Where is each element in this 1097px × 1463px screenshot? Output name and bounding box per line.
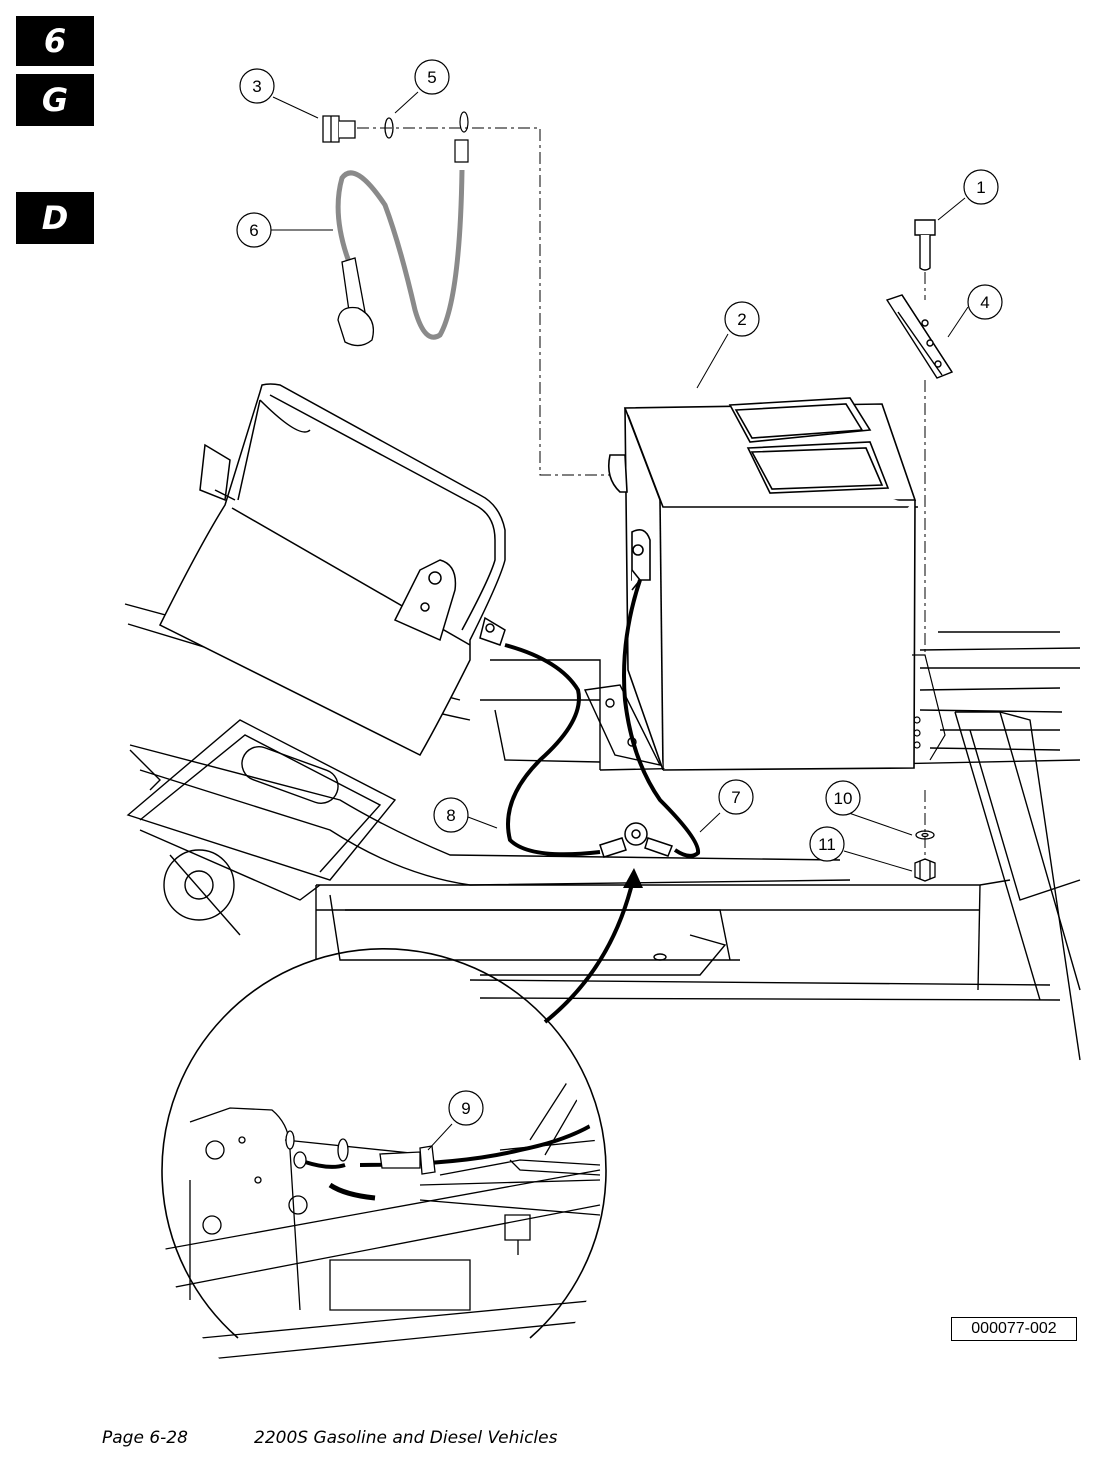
- callout-leaders: [271, 91, 969, 1151]
- callout-8: [433, 797, 469, 833]
- footer-manual-title: 2200S Gasoline and Diesel Vehicles: [254, 1428, 558, 1448]
- callout-1: [963, 169, 999, 205]
- callout-6: [236, 212, 272, 248]
- callout-10: [825, 780, 861, 816]
- callout-bubbles: [236, 59, 1003, 1126]
- callout-label-2: 2: [737, 310, 746, 329]
- detail-magnified-view: [161, 948, 607, 1361]
- footer-page-number: Page 6-28: [102, 1428, 188, 1448]
- battery-base-bracket: [912, 654, 946, 761]
- callout-label-3: 3: [252, 77, 261, 96]
- callout-label-6: 6: [249, 221, 258, 240]
- figure-id-label: 000077-002: [951, 1317, 1077, 1341]
- battery-cable: [504, 579, 701, 858]
- callout-4: [967, 284, 1003, 320]
- battery-box: [607, 397, 918, 771]
- engine-housing: [158, 383, 506, 756]
- callout-label-1: 1: [976, 178, 985, 197]
- screw-icon: [322, 115, 356, 143]
- cable-terminal: [479, 616, 673, 858]
- callout-label-9: 9: [461, 1099, 470, 1118]
- callout-label-8: 8: [446, 806, 455, 825]
- nut-icon: [914, 858, 936, 882]
- callout-2: [724, 301, 760, 337]
- callout-3: [239, 68, 275, 104]
- callout-9: [448, 1090, 484, 1126]
- callout-label-5: 5: [427, 68, 436, 87]
- ground-wire: [335, 111, 469, 347]
- callout-label-11: 11: [818, 835, 836, 854]
- bolt-icon: [914, 219, 936, 271]
- callout-label-10: 10: [834, 789, 853, 808]
- section-tab-fuel: D: [16, 192, 94, 244]
- callout-7: [718, 779, 754, 815]
- section-tab-vehicle: G: [16, 74, 94, 126]
- callout-label-4: 4: [980, 293, 989, 312]
- hold-down-clamp: [885, 294, 954, 379]
- callout-label-7: 7: [731, 788, 740, 807]
- callout-11: [809, 826, 845, 862]
- detail-arrow: [543, 868, 643, 1024]
- assembly-lines: [357, 127, 926, 860]
- section-tab-chapter: 6: [16, 16, 94, 66]
- callout-5: [414, 59, 450, 95]
